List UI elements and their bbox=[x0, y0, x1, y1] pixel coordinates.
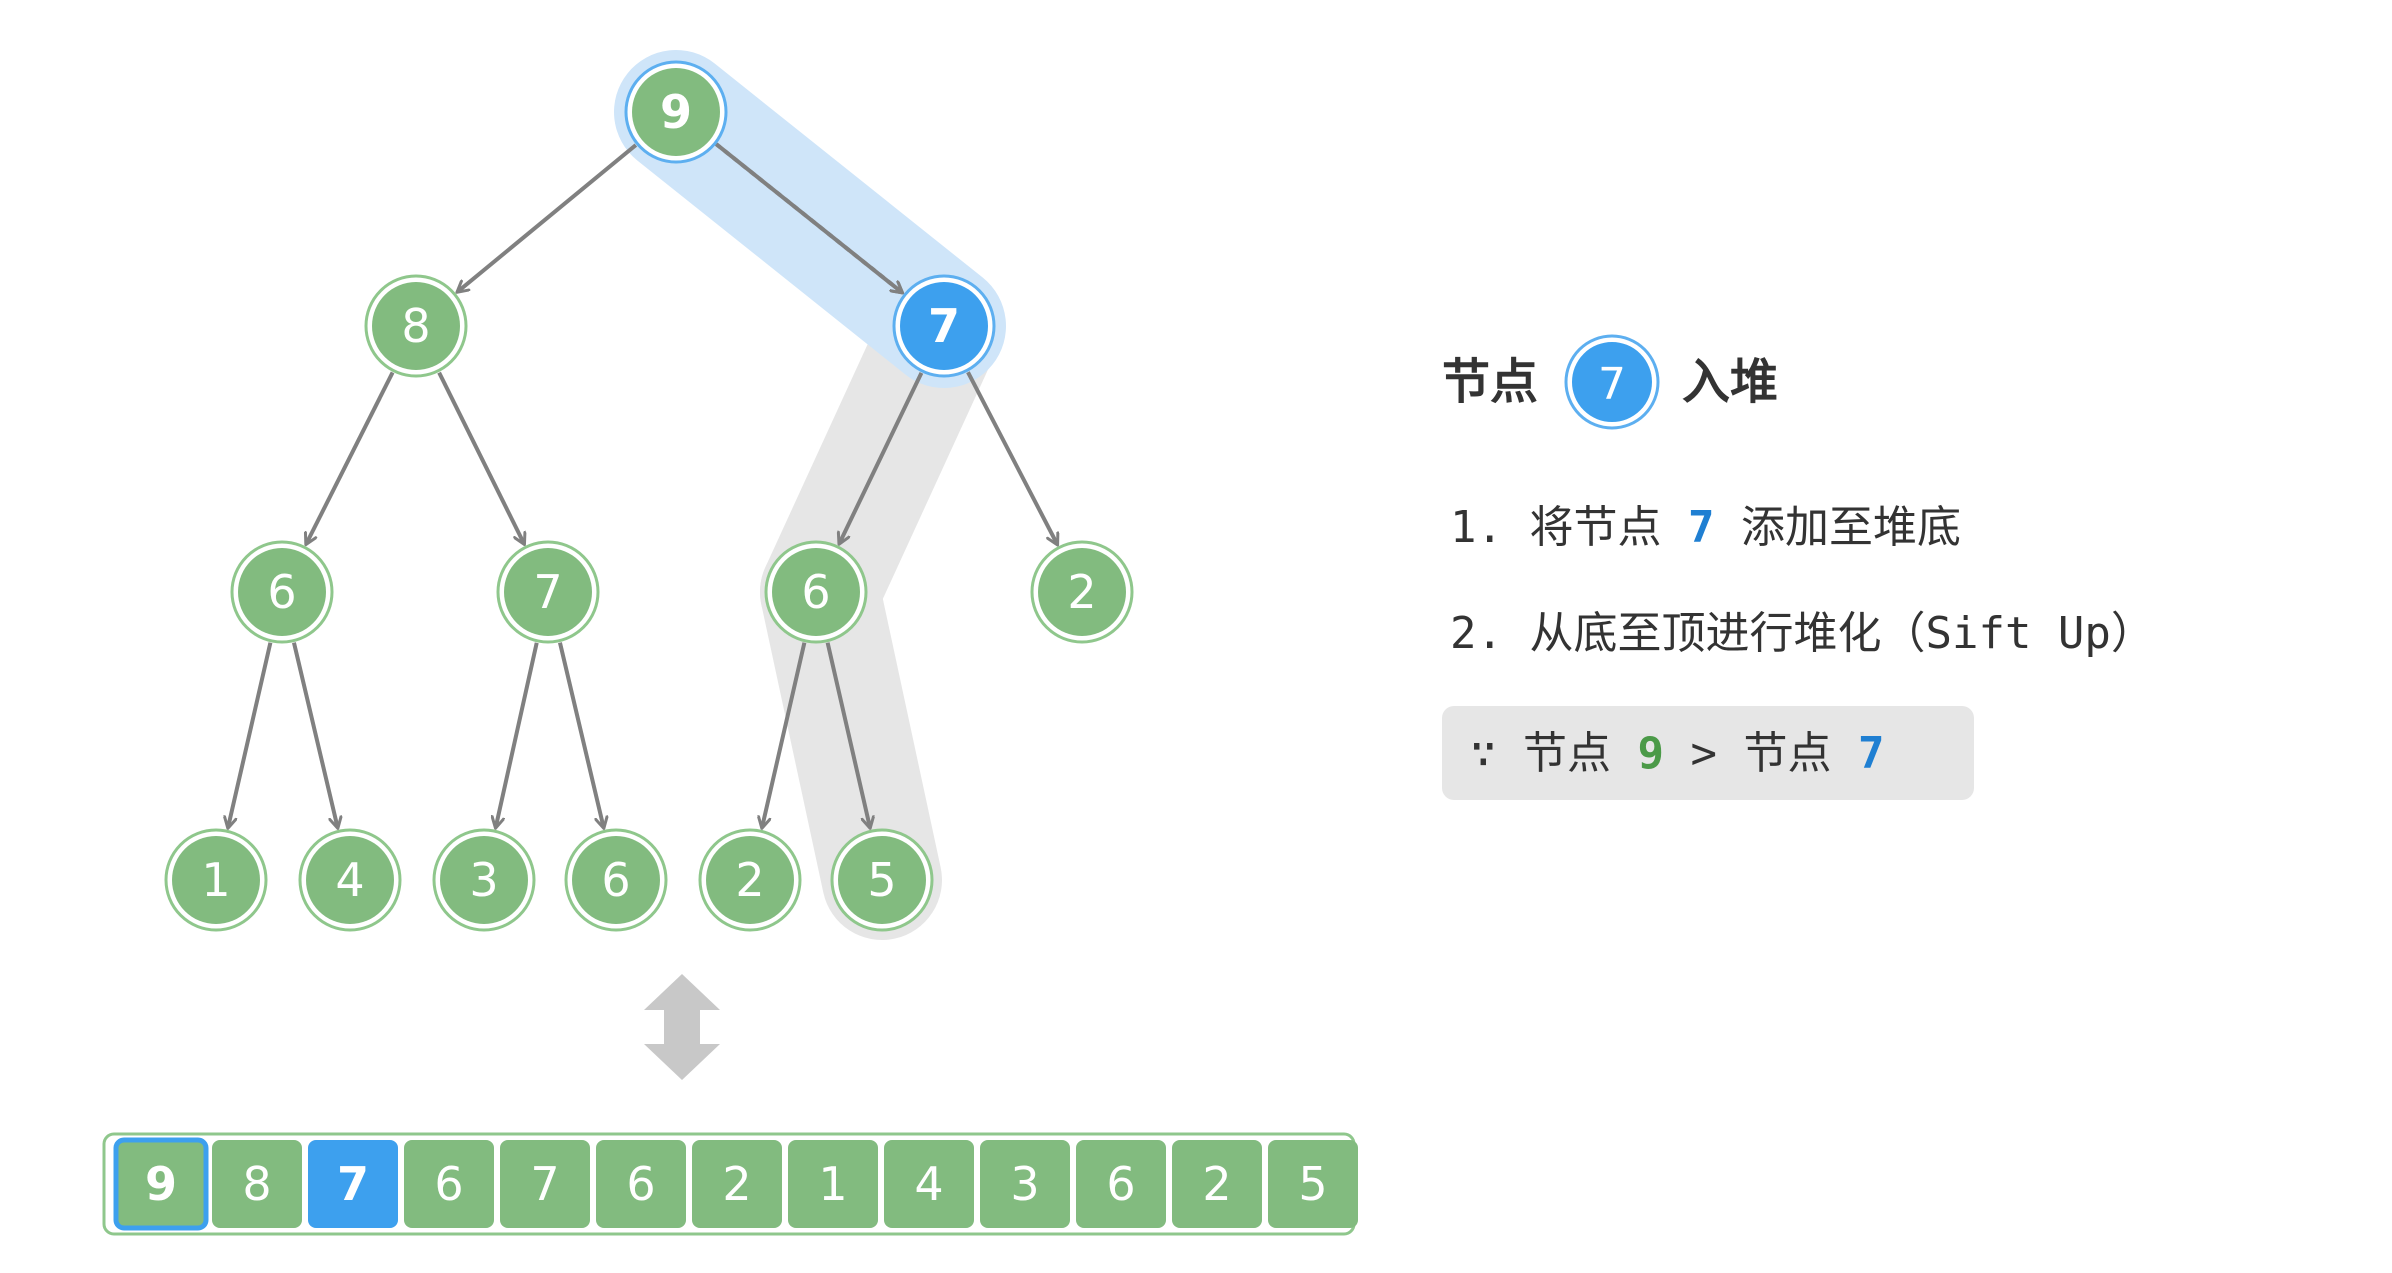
tree-edges bbox=[228, 142, 1057, 828]
tree-node-value: 9 bbox=[660, 85, 692, 139]
tree-node: 6 bbox=[230, 540, 334, 644]
array-cell: 7 bbox=[500, 1140, 590, 1228]
step-1-value: 7 bbox=[1688, 502, 1715, 553]
tree-nodes: 9 8 7 6 7 6 2 1 4 3 6 2 5 bbox=[164, 60, 1134, 932]
panel-title-node-value: 7 bbox=[1598, 359, 1626, 410]
array-cell-value: 2 bbox=[722, 1157, 751, 1211]
compare-right-value: 7 bbox=[1858, 728, 1885, 779]
tree-edge bbox=[825, 642, 870, 828]
tree-node-value: 8 bbox=[401, 299, 430, 353]
tree-node-value: 5 bbox=[867, 853, 896, 907]
tree-node-value: 2 bbox=[735, 853, 764, 907]
array-cell-value: 1 bbox=[818, 1157, 847, 1211]
tree-edge bbox=[762, 642, 807, 828]
compare-right-label: 节点 bbox=[1744, 728, 1832, 779]
tree-node: 7 bbox=[892, 274, 996, 378]
compare-text: ∵ 节点 9 > 节点 7 bbox=[1470, 728, 1885, 779]
tree-node: 9 bbox=[624, 60, 728, 164]
tree-node: 3 bbox=[432, 828, 536, 932]
step-1-prefix: 1. 将节点 bbox=[1450, 502, 1661, 553]
tree-edge bbox=[496, 642, 539, 828]
tree-edge bbox=[292, 642, 338, 828]
step-2: 2. 从底至顶进行堆化（Sift Up） bbox=[1450, 608, 2155, 659]
array-cell: 6 bbox=[404, 1140, 494, 1228]
array-cell-value: 6 bbox=[434, 1157, 463, 1211]
tree-edge bbox=[458, 143, 638, 292]
array-cell-value: 7 bbox=[337, 1157, 369, 1211]
array-cell-value: 6 bbox=[1106, 1157, 1135, 1211]
tree-node-value: 1 bbox=[201, 853, 230, 907]
tree-edge bbox=[228, 642, 273, 828]
array-cell-value: 6 bbox=[626, 1157, 655, 1211]
tree-node-value: 6 bbox=[601, 853, 630, 907]
array-cell: 4 bbox=[884, 1140, 974, 1228]
compare-left-label: 节点 bbox=[1523, 728, 1611, 779]
step-1: 1. 将节点 7 添加至堆底 bbox=[1450, 502, 1961, 553]
tree-edge bbox=[306, 371, 395, 543]
array-cell-value: 8 bbox=[242, 1157, 271, 1211]
tree-node: 2 bbox=[1030, 540, 1134, 644]
panel-title-prefix: 节点 bbox=[1442, 354, 1538, 410]
tree-node: 2 bbox=[698, 828, 802, 932]
array-cell: 1 bbox=[788, 1140, 878, 1228]
compare-box: ∵ 节点 9 > 节点 7 bbox=[1442, 706, 1974, 800]
panel-title-node: 7 bbox=[1564, 334, 1660, 430]
tree-edge bbox=[558, 642, 604, 828]
array-cell: 5 bbox=[1268, 1140, 1358, 1228]
tree-node: 6 bbox=[764, 540, 868, 644]
tree-edge bbox=[437, 371, 524, 544]
array-cell-value: 7 bbox=[530, 1157, 559, 1211]
tree-node: 6 bbox=[564, 828, 668, 932]
array-cell: 6 bbox=[596, 1140, 686, 1228]
tree-node-value: 7 bbox=[928, 299, 960, 353]
tree-edge bbox=[839, 371, 924, 543]
array-cell-value: 2 bbox=[1202, 1157, 1231, 1211]
tree-node: 7 bbox=[496, 540, 600, 644]
tree-node-value: 6 bbox=[267, 565, 296, 619]
compare-left-value: 9 bbox=[1638, 728, 1665, 779]
array-cell: 8 bbox=[212, 1140, 302, 1228]
array-cell: 9 bbox=[113, 1137, 209, 1231]
array-cell: 6 bbox=[1076, 1140, 1166, 1228]
because-symbol: ∵ bbox=[1470, 728, 1497, 779]
step-1-suffix: 添加至堆底 bbox=[1741, 502, 1961, 553]
tree-node-value: 7 bbox=[533, 565, 562, 619]
array-cell-value: 4 bbox=[914, 1157, 943, 1211]
explanation-panel: 节点 7 入堆 1. 将节点 7 添加至堆底 2. 从底至顶进行堆化（Sift … bbox=[1442, 334, 2155, 800]
tree-node-value: 2 bbox=[1067, 565, 1096, 619]
array-cell: 2 bbox=[692, 1140, 782, 1228]
array-cell: 7 bbox=[308, 1140, 398, 1228]
up-down-arrow-icon bbox=[644, 974, 720, 1080]
compare-arrow bbox=[714, 142, 902, 292]
highlight-bands bbox=[614, 50, 1006, 940]
array-cell-value: 3 bbox=[1010, 1157, 1039, 1211]
array-cell: 3 bbox=[980, 1140, 1070, 1228]
tree-node: 1 bbox=[164, 828, 268, 932]
tree-node: 5 bbox=[830, 828, 934, 932]
tree-node-value: 4 bbox=[335, 853, 364, 907]
array-cell-value: 9 bbox=[145, 1157, 177, 1211]
tree-node-value: 6 bbox=[801, 565, 830, 619]
array-cell: 2 bbox=[1172, 1140, 1262, 1228]
panel-title-suffix: 入堆 bbox=[1682, 354, 1778, 410]
tree-node: 4 bbox=[298, 828, 402, 932]
heap-array: 9 8 7 6 7 6 2 1 4 3 6 2 5 bbox=[102, 1132, 1358, 1236]
tree-edge bbox=[966, 371, 1057, 544]
tree-node-value: 3 bbox=[469, 853, 498, 907]
array-cell-value: 5 bbox=[1298, 1157, 1327, 1211]
tree-node: 8 bbox=[364, 274, 468, 378]
compare-operator: > bbox=[1691, 728, 1718, 779]
